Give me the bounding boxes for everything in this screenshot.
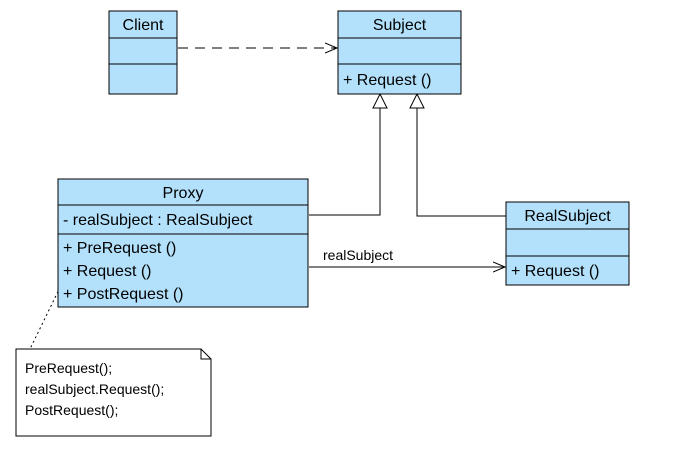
class-subject-box	[337, 10, 462, 95]
generalization-line-proxy	[309, 108, 381, 216]
association-label: realSubject	[323, 247, 393, 263]
class-proxy-operation-prerequest: + PreRequest ()	[63, 240, 176, 257]
note-request-implementation[interactable]: PreRequest(); realSubject.Request(); Pos…	[15, 348, 212, 437]
class-proxy-attribute: - realSubject : RealSubject	[63, 212, 253, 229]
class-client[interactable]: Client	[108, 10, 178, 95]
class-realsubject-operation: + Request ()	[511, 263, 599, 280]
class-realsubject-name: RealSubject	[524, 208, 611, 225]
note-shape	[15, 348, 212, 437]
class-proxy-name: Proxy	[163, 185, 204, 202]
class-realsubject-box	[505, 201, 630, 286]
association-proxy-realsubject: realSubject	[309, 247, 505, 267]
class-subject-operation: + Request ()	[343, 72, 431, 89]
class-proxy[interactable]: Proxy - realSubject : RealSubject + PreR…	[57, 178, 309, 308]
note-line-realsubject-request: realSubject.Request();	[25, 381, 164, 397]
class-client-name: Client	[123, 17, 164, 34]
generalization-triangle-realsubject	[409, 92, 425, 109]
note-folded-corner	[200, 349, 211, 360]
class-realsubject[interactable]: RealSubject + Request ()	[505, 201, 630, 286]
class-subject-name: Subject	[373, 17, 427, 34]
note-line-postrequest: PostRequest();	[25, 402, 118, 418]
class-proxy-box	[57, 178, 309, 308]
note-line-prerequest: PreRequest();	[25, 360, 112, 376]
generalization-line-realsubject	[416, 108, 506, 217]
class-client-box	[108, 10, 178, 95]
generalization-triangle-proxy	[372, 92, 388, 109]
class-proxy-operation-postrequest: + PostRequest ()	[63, 286, 184, 303]
generalization-proxy-subject	[309, 92, 388, 216]
generalization-realsubject-subject	[409, 92, 506, 217]
class-subject[interactable]: Subject + Request ()	[337, 10, 462, 95]
class-proxy-operation-request: + Request ()	[63, 263, 151, 280]
